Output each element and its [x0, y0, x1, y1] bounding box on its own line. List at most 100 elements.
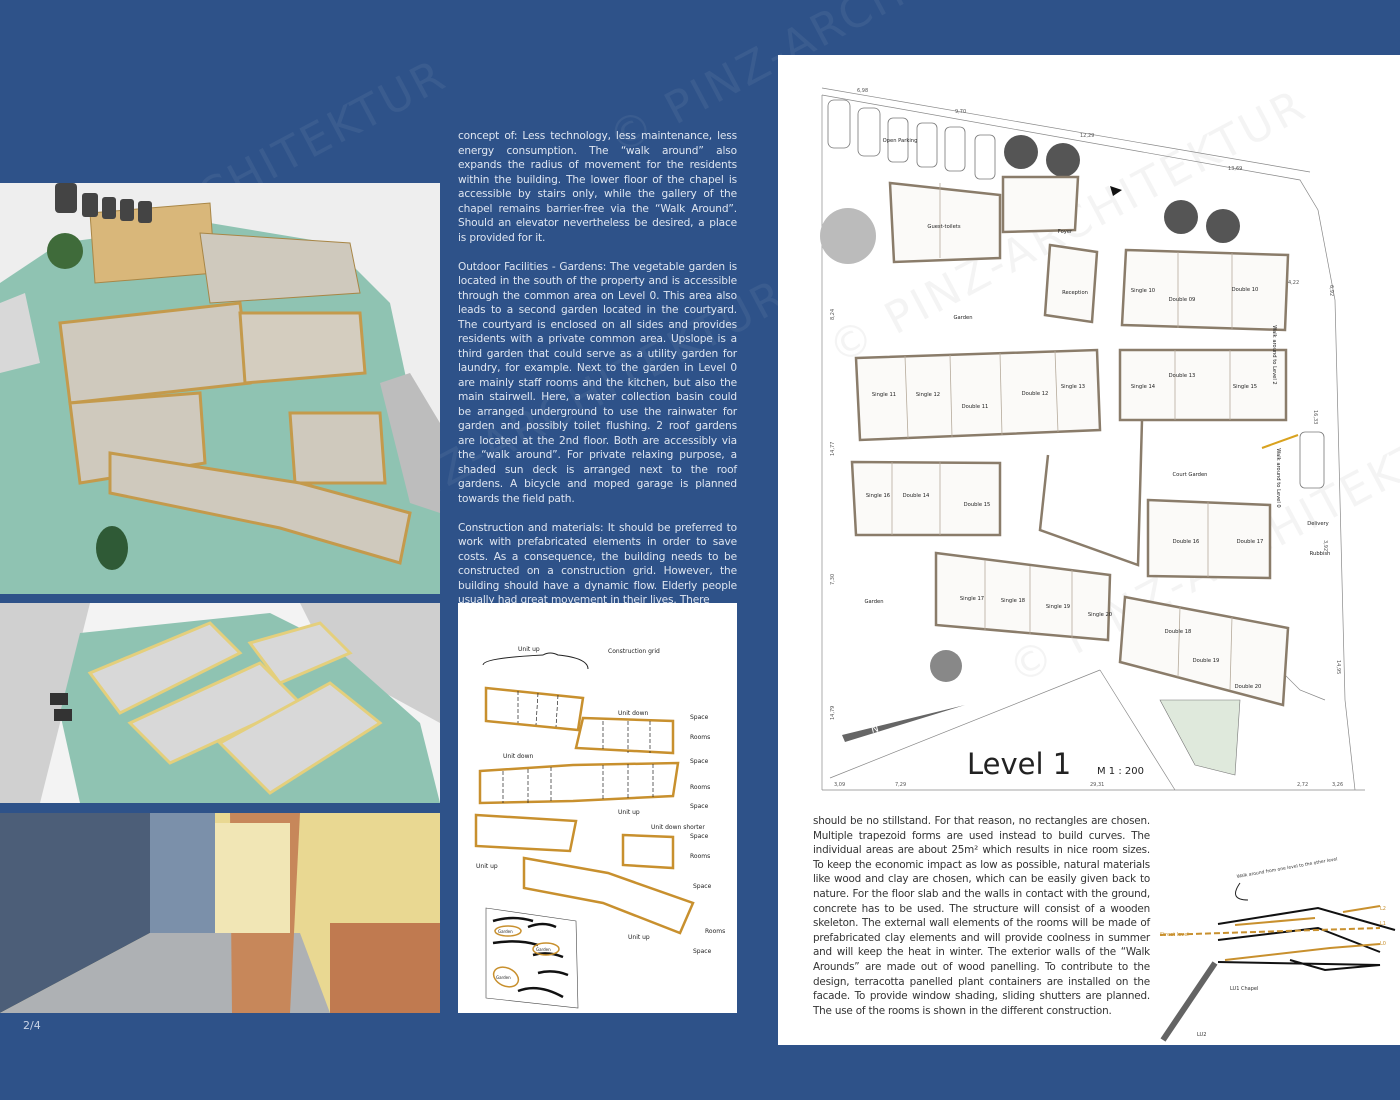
page-number: 2/4	[23, 1019, 41, 1032]
sketch-label: Rooms	[690, 784, 710, 791]
room-label: Foyer	[1058, 229, 1073, 235]
room-label: Double 20	[1235, 684, 1262, 690]
room-label: Garden	[953, 315, 972, 321]
sketch-label: Unit down shorter	[651, 824, 705, 831]
sketch-label: Unit up	[476, 863, 498, 870]
sketch-label: Unit down	[503, 753, 534, 760]
room-label: Single 18	[1001, 598, 1025, 604]
plan-scale: M 1 : 200	[1097, 766, 1144, 777]
sketch-label: Rooms	[690, 853, 710, 860]
dimension-label: 14,79	[830, 706, 836, 720]
room-label: Garden	[864, 599, 883, 605]
sketch-label: Garden	[498, 929, 513, 934]
dimension-label: 3,26	[1332, 782, 1343, 788]
dimension-label: 12,29	[1080, 133, 1094, 139]
sketch-label: Space	[690, 833, 709, 840]
room-label: Single 13	[1061, 384, 1085, 390]
sketch-label: Unit up	[618, 809, 640, 816]
dimension-label: 16,33	[1312, 410, 1318, 424]
room-label: Double 12	[1022, 391, 1049, 397]
room-label: Double 17	[1237, 539, 1264, 545]
room-label: Double 14	[903, 493, 930, 499]
room-label: Single 12	[916, 392, 940, 398]
dimension-label: 8,24	[830, 309, 836, 320]
room-label: Double 09	[1169, 297, 1196, 303]
dimension-label: 7,29	[895, 782, 906, 788]
dimension-label: 3,09	[834, 782, 845, 788]
dimension-label: 29,31	[1090, 782, 1104, 788]
dimension-label: 4,22	[1288, 280, 1299, 286]
section-label: LU1 Chapel	[1230, 986, 1258, 992]
room-label: Reception	[1062, 290, 1088, 296]
room-label: Single 11	[872, 392, 896, 398]
sketch-label: Rooms	[690, 734, 710, 741]
dimension-label: 7,30	[830, 574, 836, 585]
room-label: Double 10	[1232, 287, 1259, 293]
construction-grid-sketch: Unit up Construction grid Unit down Spac…	[458, 603, 737, 1013]
room-label: Court Garden	[1173, 472, 1208, 478]
north-arrow-icon: N	[842, 705, 965, 742]
room-label: Double 19	[1193, 658, 1220, 664]
room-label: Double 13	[1169, 373, 1196, 379]
room-label: Double 11	[962, 404, 989, 410]
sketch-title: Construction grid	[608, 648, 660, 655]
room-label: Single 10	[1131, 288, 1155, 294]
room-label: Double 18	[1165, 629, 1192, 635]
room-label: Open Parking	[883, 138, 918, 144]
dimension-label: 6,92	[1328, 285, 1334, 296]
interior-render-image	[0, 813, 440, 1013]
description-text-column: concept of: Less technology, less mainte…	[458, 129, 737, 608]
section-label: LU2	[1197, 1032, 1206, 1038]
dimension-label: 14,77	[830, 442, 836, 456]
parking-cars	[827, 99, 1325, 489]
paragraph: concept of: Less technology, less mainte…	[458, 130, 737, 244]
svg-text:N: N	[870, 723, 880, 735]
sketch-label: Space	[690, 714, 709, 721]
sketch-label: Space	[690, 758, 709, 765]
sketch-label: Garden	[536, 947, 551, 952]
room-label: Double 15	[964, 502, 991, 508]
tree-icons	[820, 135, 1240, 682]
plan-title: Level 1	[967, 747, 1071, 781]
section-label: L1	[1380, 921, 1386, 927]
room-label: Rubbish	[1310, 551, 1331, 557]
paragraph: Outdoor Facilities - Gardens: The vegeta…	[458, 260, 737, 505]
sketch-label: Unit up	[518, 646, 540, 653]
dimension-label: 6,98	[857, 88, 868, 94]
walk-around-section-sketch: Walk around from one level to the other …	[1159, 856, 1396, 1042]
dimension-label: 2,72	[1297, 782, 1308, 788]
floor-plan-sheet	[778, 55, 1400, 1045]
room-label: Double 16	[1173, 539, 1200, 545]
room-label: Single 20	[1088, 612, 1112, 618]
structure-render-image	[0, 603, 440, 803]
room-label: Single 15	[1233, 384, 1257, 390]
room-label: Single 14	[1131, 384, 1156, 390]
sketch-label: Garden	[496, 975, 511, 980]
section-label: L2	[1380, 906, 1386, 912]
sketch-label: Space	[693, 883, 712, 890]
sketch-label: Rooms	[705, 928, 725, 935]
dimension-label: 3,92	[1322, 540, 1328, 551]
section-label: L0	[1380, 941, 1386, 947]
sketch-label: Space	[690, 803, 709, 810]
dimension-label: 14,95	[1335, 660, 1341, 674]
sketch-label: Unit up	[628, 934, 650, 941]
room-label: Single 16	[866, 493, 890, 499]
dimension-label: 9,70	[955, 109, 966, 115]
room-label: Single 17	[960, 596, 984, 602]
building-walls	[850, 175, 1290, 707]
svg-text:Walk around from one level to: Walk around from one level to the other …	[1236, 856, 1338, 880]
construction-description-text: should be no stillstand. For that reason…	[813, 815, 1150, 1017]
room-label: Delivery	[1307, 521, 1329, 527]
sketch-label: Space	[693, 948, 712, 955]
aerial-render-image	[0, 183, 440, 594]
entrance-arrow-icon	[1110, 186, 1122, 196]
room-label: Single 19	[1046, 604, 1070, 610]
walk-around-label: Walk around to Level 0	[1275, 448, 1281, 507]
room-label: Guest-toilets	[927, 224, 960, 230]
dimension-label: 13,69	[1228, 166, 1242, 172]
section-label: Street level	[1160, 932, 1189, 938]
sketch-label: Unit down	[618, 710, 649, 717]
walk-around-label: Walk around to Level 2	[1271, 325, 1277, 384]
